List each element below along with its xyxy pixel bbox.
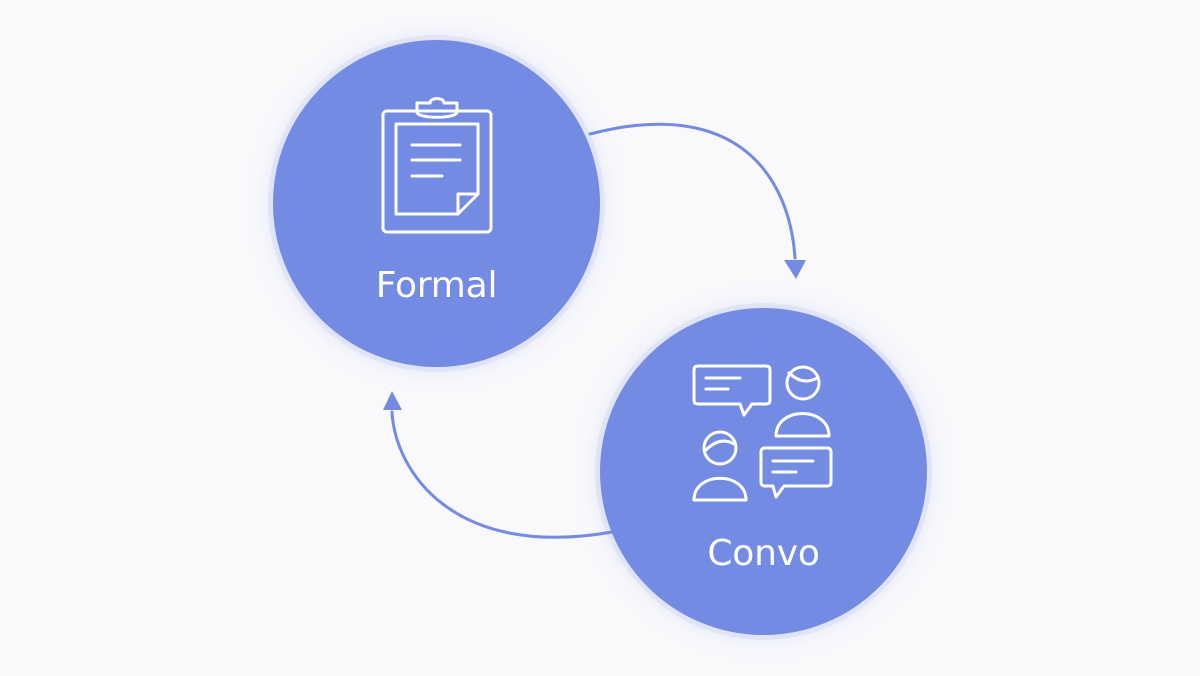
clipboard-icon	[381, 97, 493, 234]
node-label-formal: Formal	[375, 265, 498, 306]
node-convo: Convo	[600, 308, 927, 635]
node-formal: Formal	[273, 40, 600, 367]
conversation-icon	[692, 364, 833, 502]
arrow-convo-to-formal	[383, 391, 614, 539]
node-label-convo: Convo	[707, 533, 820, 574]
arrow-formal-to-convo	[588, 122, 806, 279]
